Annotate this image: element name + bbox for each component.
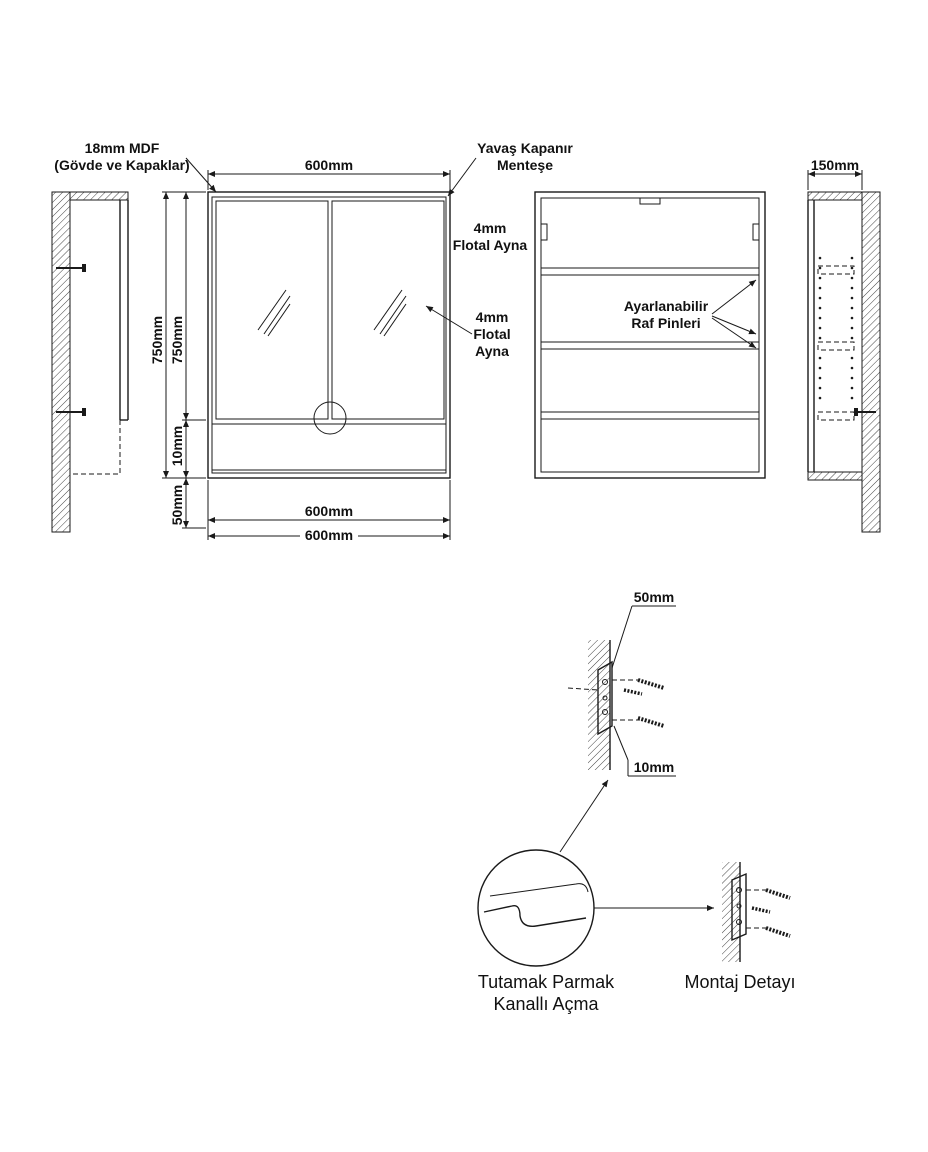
handle-detail-circle <box>477 849 595 967</box>
bracket-detail-upper <box>567 605 676 777</box>
screw-icon <box>637 716 665 728</box>
screw-icon <box>56 408 86 416</box>
shelf-pin-holes <box>818 256 854 400</box>
mirror-glare-icon <box>373 289 407 337</box>
mirror-front-label-l1: 4mm <box>476 309 509 325</box>
handle-label-l2: Kanallı Açma <box>493 994 599 1014</box>
mirror-glare-icon <box>257 289 291 337</box>
wall-hatch-left <box>51 191 71 533</box>
width-top-label: 600mm <box>305 157 353 173</box>
bracket-50-label: 50mm <box>634 589 674 605</box>
screw-icon <box>765 926 791 938</box>
hinge-icon <box>752 223 760 241</box>
handle-cutout-circle <box>313 401 347 435</box>
mirror-inner-label-l2: Flotal Ayna <box>453 237 528 253</box>
top-panel-hatch <box>69 191 129 201</box>
gap-10-label: 10mm <box>169 426 185 466</box>
handle-label-l1: Tutamak Parmak <box>478 972 615 992</box>
bracket-10-label: 10mm <box>634 759 674 775</box>
height-inner-label: 750mm <box>169 316 185 364</box>
left-side-view <box>51 191 129 533</box>
width-bottom1-label: 600mm <box>305 503 353 519</box>
hinge-label-line2: Menteşe <box>497 157 553 173</box>
bracket-icon <box>731 872 747 942</box>
front-view <box>207 191 451 479</box>
screw-icon <box>854 408 876 416</box>
mirror-inner-label-l1: 4mm <box>474 220 507 236</box>
screw-icon <box>56 264 86 272</box>
interior-view <box>534 191 766 479</box>
hinge-label-line1: Yavaş Kapanır <box>477 140 573 156</box>
material-label: 18mm MDF <box>85 140 160 156</box>
screw-icon <box>751 906 771 914</box>
mount-detail-label: Montaj Detayı <box>684 972 795 992</box>
depth-label: 150mm <box>811 157 859 173</box>
gap-50-label: 50mm <box>169 485 185 525</box>
mirror-front-label-l2: Flotal <box>473 326 510 342</box>
mirror-front-label-l3: Ayna <box>475 343 509 359</box>
shelf-pins-label-l2: Raf Pinleri <box>631 315 700 331</box>
shelf-pins-label-l1: Ayarlanabilir <box>624 298 709 314</box>
right-side-view <box>807 191 881 533</box>
handle-detail <box>477 779 714 967</box>
bracket-icon <box>597 660 613 736</box>
material-sub-label: (Gövde ve Kapaklar) <box>54 157 189 173</box>
height-outer-label: 750mm <box>149 316 165 364</box>
screw-icon <box>637 678 665 690</box>
screw-icon <box>765 888 791 900</box>
screw-icon <box>623 688 643 696</box>
mount-detail <box>722 862 791 962</box>
wall-hatch-right <box>861 191 881 533</box>
hinge-icon <box>540 223 548 241</box>
hinge-icon <box>639 198 661 205</box>
width-bottom2-label: 600mm <box>305 527 353 543</box>
